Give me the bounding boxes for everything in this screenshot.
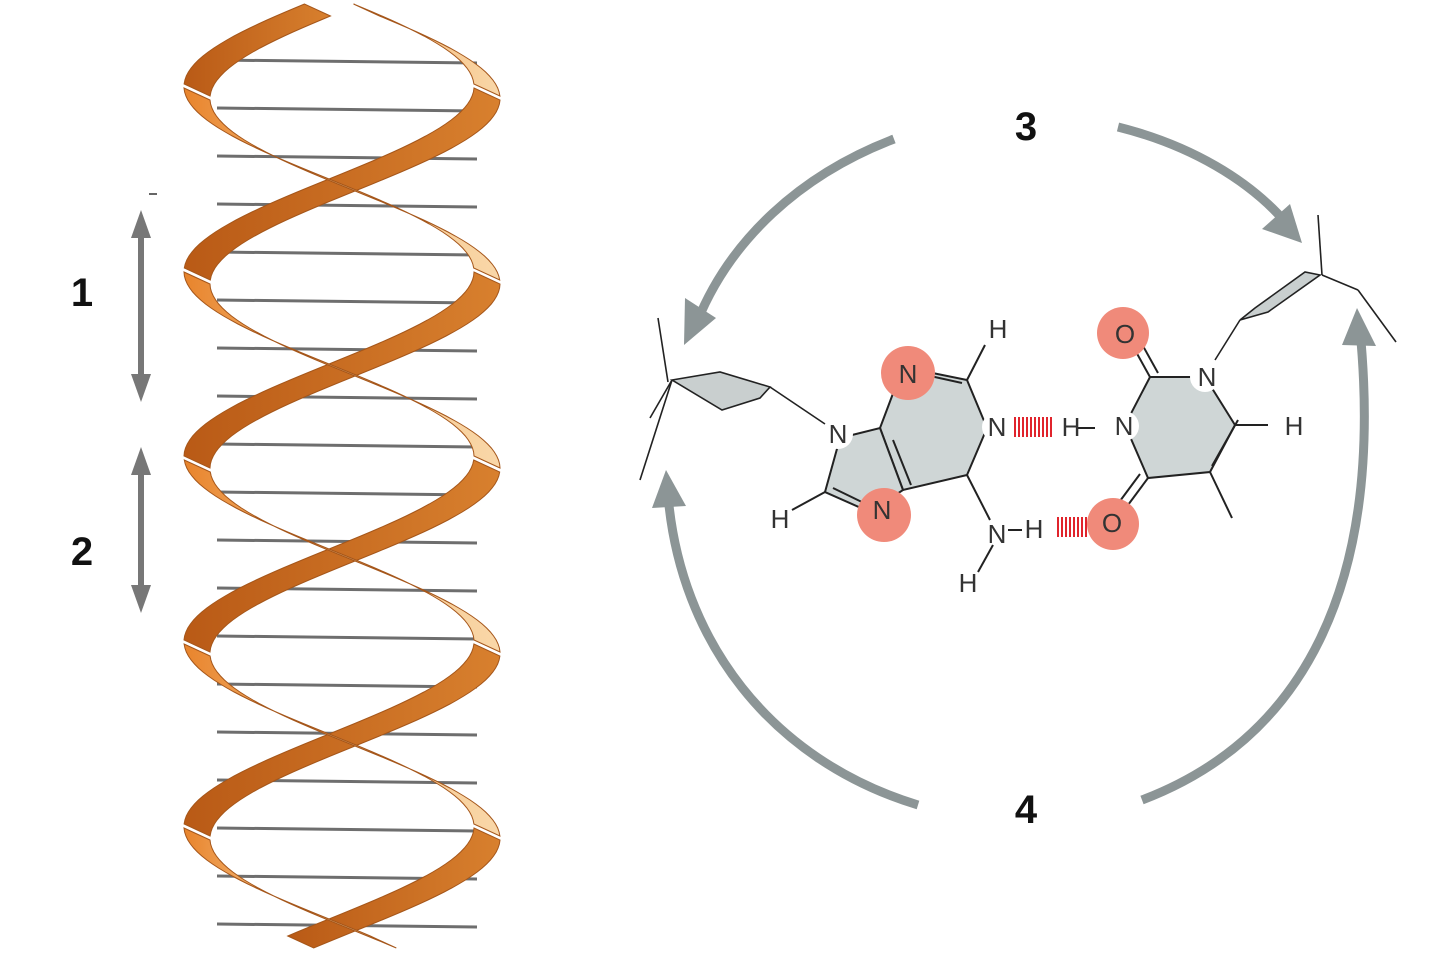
atom-h6b: H <box>959 568 978 598</box>
base-pair-rung <box>216 826 478 833</box>
arrow-bottom-left <box>663 494 920 810</box>
helix-ribbon-front <box>353 3 501 97</box>
label-knockouts <box>823 362 1220 449</box>
dimension-arrow-2 <box>131 447 151 613</box>
atom-n1: N <box>899 359 918 389</box>
sugar-left <box>639 317 826 481</box>
helix-strand-back <box>183 3 501 949</box>
base-pair-rung <box>216 154 478 161</box>
atom-n7: N <box>873 495 892 525</box>
hydrogen-bonds <box>1014 417 1087 537</box>
base-pair-molecule: N H N N N H N H H O N N H H O <box>639 214 1397 598</box>
helix-strand-front <box>183 3 501 949</box>
circular-arrows <box>663 122 1369 810</box>
atom-n-acceptor: N <box>988 412 1007 442</box>
highlight-o-bottom <box>1087 498 1139 550</box>
label-1: 1 <box>71 271 93 315</box>
base-pair-rung <box>216 490 478 497</box>
atom-n3: N <box>1115 411 1134 441</box>
arrowhead-bottom-left <box>652 470 686 508</box>
atom-n1-thymine: N <box>1198 362 1217 392</box>
base-pair-rung <box>216 634 478 641</box>
helix-ribbon-front <box>183 827 397 949</box>
atom-o4: O <box>1115 319 1135 349</box>
arrowhead-bottom-right <box>1342 308 1376 346</box>
arrowhead-top-left <box>684 298 716 345</box>
hbond-bottom <box>1057 517 1087 537</box>
label-2: 2 <box>71 530 93 574</box>
atom-n6: N <box>988 519 1007 549</box>
highlight-n7 <box>857 488 911 542</box>
helix-ribbon-front <box>183 87 501 281</box>
arrow-bottom-right <box>1140 329 1369 805</box>
helix-ribbon-back <box>183 3 332 97</box>
helix-ribbon-back <box>286 827 501 949</box>
helix-ribbon-front <box>183 643 501 837</box>
atom-o2: O <box>1102 508 1122 538</box>
arrowheads <box>652 204 1376 508</box>
atom-h2: H <box>989 314 1008 344</box>
highlight-o-top <box>1097 307 1149 359</box>
atom-n9: N <box>829 419 848 449</box>
highlight-n1 <box>881 346 935 400</box>
base-pair-rung <box>216 298 478 305</box>
atom-h8: H <box>771 504 790 534</box>
base-pair-rung <box>216 202 478 209</box>
sugar-right <box>1214 214 1397 361</box>
dimension-arrow-1 <box>131 210 151 402</box>
arrow-top-left <box>692 134 896 324</box>
bond-n-h2 <box>977 544 994 573</box>
helix-ribbon-front <box>183 271 501 469</box>
label-4: 4 <box>1015 788 1038 832</box>
double-helix <box>183 3 501 949</box>
base-pair-rung <box>216 346 478 353</box>
base-pair-rung <box>216 58 478 65</box>
atom-h3: H <box>1062 412 1081 442</box>
label-3: 3 <box>1015 105 1037 149</box>
helix-ribbon-front <box>183 459 501 653</box>
base-pair-rung <box>216 250 478 257</box>
atom-h6-thymine: H <box>1285 411 1304 441</box>
arrowhead-top-right <box>1262 204 1302 243</box>
base-pair-rung <box>216 106 478 113</box>
hbond-top <box>1014 417 1052 437</box>
arrow-top-right <box>1116 122 1292 228</box>
atom-h6a: H <box>1025 514 1044 544</box>
highlight-circles <box>857 307 1149 550</box>
base-pair-rung <box>216 442 478 449</box>
